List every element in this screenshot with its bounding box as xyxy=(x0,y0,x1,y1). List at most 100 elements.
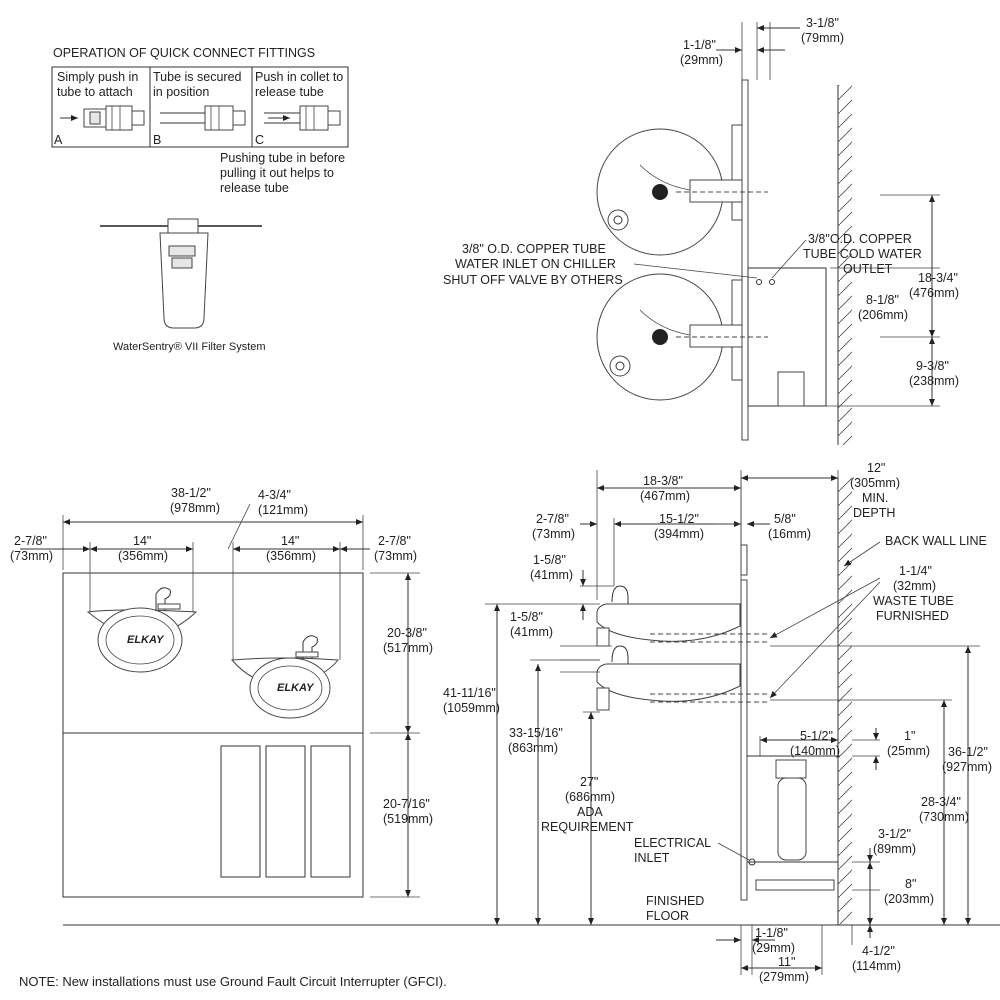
dim-bottom-4: 4-1/2" xyxy=(862,944,895,958)
dim-side-36: 36-1/2" xyxy=(948,745,988,759)
side-bowl-lower xyxy=(596,645,770,711)
dim-top-3: 18-3/4" xyxy=(918,271,958,285)
dim-side-8: 8" xyxy=(905,877,916,891)
dim-top-5: 9-3/8" xyxy=(916,359,949,373)
fitting-a-illustration xyxy=(60,105,145,131)
dim-side-41: 41-11/16" xyxy=(443,686,496,700)
step-a-line1: Simply push in xyxy=(57,70,138,84)
fitting-c-illustration xyxy=(264,105,341,131)
grille-middle xyxy=(265,745,306,878)
dim-side-36-mm: (927mm) xyxy=(942,760,992,774)
step-b-line1: Tube is secured xyxy=(153,70,242,84)
dim-side-1-5-8-a: 1-5/8" xyxy=(533,553,566,567)
step-b-letter: B xyxy=(153,133,161,147)
dim-side-28: 28-3/4" xyxy=(921,795,961,809)
waste-tube-label: WASTE TUBE xyxy=(873,594,954,608)
outlet-label-1: 3/8"O.D. COPPER xyxy=(808,232,912,246)
dim-overall-width-mm: (978mm) xyxy=(170,501,220,515)
dim-side-5-8: 5/8" xyxy=(774,512,796,526)
quick-connect-section: OPERATION OF QUICK CONNECT FITTINGS Simp… xyxy=(51,46,349,195)
inlet-label-2: WATER INLET ON CHILLER xyxy=(455,257,616,271)
waste-tube-furnished: FURNISHED xyxy=(876,609,949,623)
side-bowl-upper xyxy=(596,585,770,647)
dim-side-28-mm: (730mm) xyxy=(919,810,969,824)
dim-side-1-5-8-b-mm: (41mm) xyxy=(510,625,553,639)
dim-top-4: 8-1/8" xyxy=(866,293,899,307)
dim-side-8-mm: (203mm) xyxy=(884,892,934,906)
fitting-b-illustration xyxy=(160,105,246,131)
dim-top-3-mm: (476mm) xyxy=(909,286,959,300)
dim-side-33-mm: (863mm) xyxy=(508,741,558,755)
brand-upper: ELKAY xyxy=(127,634,165,646)
outlet-label-3: OUTLET xyxy=(843,262,893,276)
dim-side-27: 27" xyxy=(580,775,598,789)
tip-line2: pulling it out helps to xyxy=(220,166,334,180)
filter-illustration: WaterSentry® VII Filter System xyxy=(100,218,266,353)
quick-connect-table xyxy=(51,66,349,148)
dim-bowl-right-mm: (356mm) xyxy=(266,549,316,563)
floor-label-1: FINISHED xyxy=(646,894,704,908)
dim-wall-depth-min: MIN. xyxy=(862,491,888,505)
front-view: ELKAY ELKAY 38-1/2" (978mm) 4-3/4" (121m… xyxy=(10,486,433,898)
dim-top-2-mm: (79mm) xyxy=(801,31,844,45)
dim-side-15: 15-1/2" xyxy=(659,512,699,526)
outlet-label-2: TUBE COLD WATER xyxy=(803,247,922,261)
step-c-letter: C xyxy=(255,133,264,147)
dim-wall-depth: 12" xyxy=(867,461,885,475)
dim-top-1: 1-1/8" xyxy=(683,38,716,52)
electrical-label-2: INLET xyxy=(634,851,670,865)
dim-side-5-8-mm: (16mm) xyxy=(768,527,811,541)
tip-line1: Pushing tube in before xyxy=(220,151,345,165)
dim-overall-width: 38-1/2" xyxy=(171,486,211,500)
dim-side-2-7-8-mm: (73mm) xyxy=(532,527,575,541)
dim-top-5-mm: (238mm) xyxy=(909,374,959,388)
dim-side-1-5-8-b: 1-5/8" xyxy=(510,610,543,624)
dim-side-depth: 18-3/8" xyxy=(643,474,683,488)
dim-side-3-1-2: 3-1/2" xyxy=(878,827,911,841)
dim-side-1-mm: (25mm) xyxy=(887,744,930,758)
dim-left-edge: 2-7/8" xyxy=(14,534,47,548)
dim-lower-height-mm: (519mm) xyxy=(383,812,433,826)
top-bowl-upper xyxy=(596,128,768,256)
dim-side-41-mm: (1059mm) xyxy=(443,701,500,715)
top-view: 1-1/8" (29mm) 3-1/8" (79mm) 18-3/4" (476… xyxy=(443,16,959,445)
dim-wall-depth-label: DEPTH xyxy=(853,506,895,520)
dim-side-1-5-8-a-mm: (41mm) xyxy=(530,568,573,582)
side-view: 18-3/8" (467mm) 12" (305mm) MIN. DEPTH 1… xyxy=(63,461,1000,984)
dim-bowl-right: 14" xyxy=(281,534,299,548)
mounting-plate xyxy=(741,79,749,441)
side-mounting-plate xyxy=(740,579,748,901)
dim-side-33: 33-15/16" xyxy=(509,726,563,740)
dim-right-edge: 2-7/8" xyxy=(378,534,411,548)
back-wall-label: BACK WALL LINE xyxy=(885,534,987,548)
dim-top-2: 3-1/8" xyxy=(806,16,839,30)
electrical-label-1: ELECTRICAL xyxy=(634,836,711,850)
dim-bottom-11-mm: (279mm) xyxy=(759,970,809,984)
front-fountain-upper: ELKAY xyxy=(86,587,198,673)
dim-top-1-mm: (29mm) xyxy=(680,53,723,67)
dim-bottom-4-mm: (114mm) xyxy=(852,959,901,973)
dim-upper-height: 20-3/8" xyxy=(387,626,427,640)
inlet-label-3: SHUT OFF VALVE BY OTHERS xyxy=(443,273,623,287)
dim-bottom-11: 11" xyxy=(778,955,795,969)
grille-left xyxy=(220,745,261,878)
waste-tube-size: 1-1/4" xyxy=(899,564,932,578)
dim-top-4-mm: (206mm) xyxy=(858,308,908,322)
quick-connect-title: OPERATION OF QUICK CONNECT FITTINGS xyxy=(53,46,315,60)
tip-line3: release tube xyxy=(220,181,289,195)
inlet-label-1: 3/8" O.D. COPPER TUBE xyxy=(462,242,606,256)
brand-lower: ELKAY xyxy=(277,682,315,694)
front-panel-outline xyxy=(62,572,364,898)
top-bowl-lower xyxy=(596,273,768,401)
step-a-letter: A xyxy=(54,133,63,147)
filter-caption: WaterSentry® VII Filter System xyxy=(113,341,266,353)
dim-left-edge-mm: (73mm) xyxy=(10,549,53,563)
dim-offset-mm: (121mm) xyxy=(258,503,308,517)
grille-right xyxy=(310,745,351,878)
dim-right-edge-mm: (73mm) xyxy=(374,549,417,563)
dim-side-15-mm: (394mm) xyxy=(654,527,704,541)
floor-label-2: FLOOR xyxy=(646,909,689,923)
dim-side-5-1-2: 5-1/2" xyxy=(800,729,833,743)
dim-offset: 4-3/4" xyxy=(258,488,291,502)
